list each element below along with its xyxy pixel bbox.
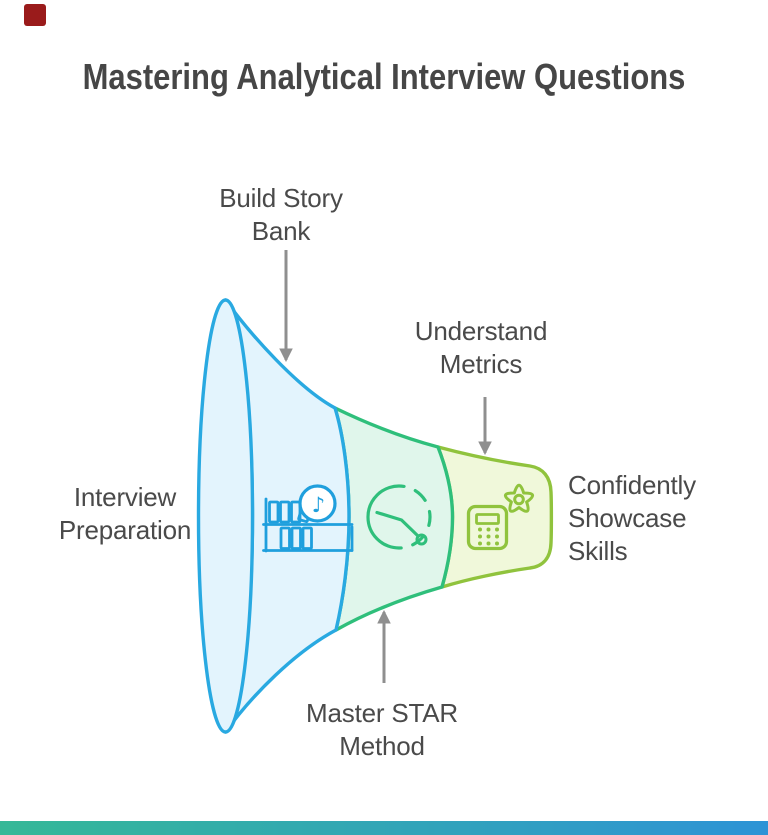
page-title: Mastering Analytical Interview Questions [82,56,686,97]
music-note-icon: ♪ [312,493,325,517]
library-music-icon: ♪ [262,484,354,553]
annotation-line: Preparation [58,515,192,545]
annotation-line: Understand [414,316,548,346]
funnel-stage-metrics [436,445,554,589]
brand-mark [24,4,46,26]
annotation-master-star-method: Master STAR Method [306,697,458,763]
annotation-line: Interview [73,482,177,512]
funnel-mouth [196,298,255,734]
clock-icon [366,484,432,550]
annotation-understand-metrics: Understand Metrics [414,315,548,381]
footer-bar [0,821,768,835]
annotation-line: Skills [568,536,628,566]
annotation-confidently-showcase-skills: Confidently Showcase Skills [568,469,696,568]
annotation-build-story-bank: Build Story Bank [219,182,343,248]
annotation-line: Master STAR [306,698,458,728]
annotation-line: Bank [251,216,311,246]
annotation-line: Build Story [219,183,343,213]
calculator-keys-icon [478,527,499,546]
gear-icon [503,483,535,513]
annotation-line: Method [339,731,425,761]
annotation-line: Metrics [439,349,523,379]
annotation-line: Confidently [568,470,696,500]
calculator-gear-icon [466,483,535,551]
annotation-interview-preparation: Interview Preparation [59,481,191,547]
annotation-line: Showcase [568,503,687,533]
